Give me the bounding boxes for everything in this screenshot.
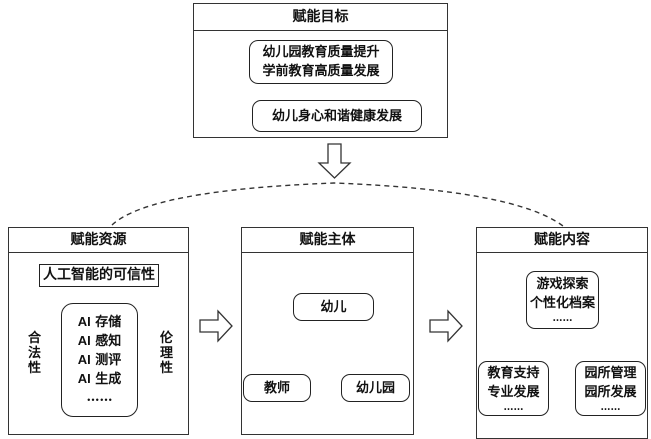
content-right-ellipsis: …… (600, 401, 621, 413)
ai-item: AI 存储 (77, 314, 122, 330)
dashed-arc (111, 182, 564, 227)
resources-panel-title: 赋能资源 (9, 228, 188, 253)
content-node-top: 游戏探索 个性化档案 …… (526, 271, 599, 329)
goal-line-3: 幼儿身心和谐健康发展 (271, 108, 402, 124)
ai-item: AI 测评 (77, 352, 122, 368)
ethics-label: 伦理性 (159, 331, 173, 376)
child-node: 幼儿 (293, 293, 374, 321)
content-right-line: 园所发展 (584, 384, 637, 400)
content-node-right: 园所管理 园所发展 …… (575, 361, 646, 416)
content-node-left: 教育支持 专业发展 …… (478, 361, 549, 416)
content-top-ellipsis: …… (552, 313, 573, 324)
ai-item: AI 感知 (77, 333, 122, 349)
content-top-line: 游戏探索 (536, 277, 589, 292)
ai-ellipsis: …… (86, 390, 113, 405)
content-left-line: 专业发展 (487, 384, 540, 400)
content-top-line: 个性化档案 (529, 296, 595, 311)
goal-box-health: 幼儿身心和谐健康发展 (252, 100, 422, 132)
resources-panel: 赋能资源 人工智能的可信性 AI 存储 AI 感知 AI 测评 AI 生成 ……… (8, 227, 189, 435)
subjects-panel: 赋能主体 (241, 227, 414, 435)
goal-line-1: 幼儿园教育质量提升 (262, 45, 380, 60)
ai-capabilities-box: AI 存储 AI 感知 AI 测评 AI 生成 …… (61, 303, 138, 417)
right-arrow-icon (429, 309, 463, 343)
goal-panel: 赋能目标 幼儿园教育质量提升 学前教育高质量发展 幼儿身心和谐健康发展 (193, 3, 448, 138)
trust-label-box: 人工智能的可信性 (39, 264, 159, 287)
legality-label: 合法性 (27, 331, 41, 376)
content-right-line: 园所管理 (584, 365, 637, 381)
goal-box-quality: 幼儿园教育质量提升 学前教育高质量发展 (249, 40, 393, 84)
teacher-node: 教师 (243, 374, 311, 402)
content-panel-title: 赋能内容 (477, 228, 647, 253)
goal-panel-title: 赋能目标 (194, 4, 447, 31)
kindergarten-node: 幼儿园 (341, 374, 410, 402)
down-arrow-icon (317, 143, 352, 179)
content-left-ellipsis: …… (503, 401, 524, 413)
ai-item: AI 生成 (77, 371, 122, 387)
content-left-line: 教育支持 (487, 365, 540, 381)
goal-line-2: 学前教育高质量发展 (262, 64, 380, 79)
right-arrow-icon (199, 309, 233, 343)
subjects-panel-title: 赋能主体 (242, 228, 413, 253)
